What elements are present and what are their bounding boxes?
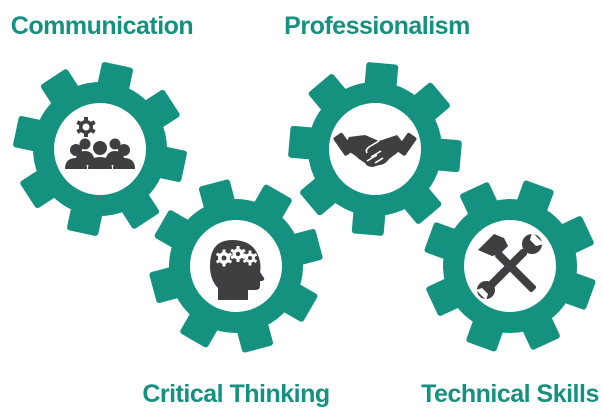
label-professionalism: Professionalism [284,12,470,40]
label-communication: Communication [11,12,193,40]
handshake-icon [333,132,417,167]
team-with-gear-icon [65,117,135,169]
hammer-and-wrench-icon [476,232,544,300]
label-technical-skills: Technical Skills [421,380,599,408]
head-with-gears-icon [210,240,265,300]
label-critical-thinking: Critical Thinking [142,380,329,408]
gear-technical-skills [399,155,603,377]
